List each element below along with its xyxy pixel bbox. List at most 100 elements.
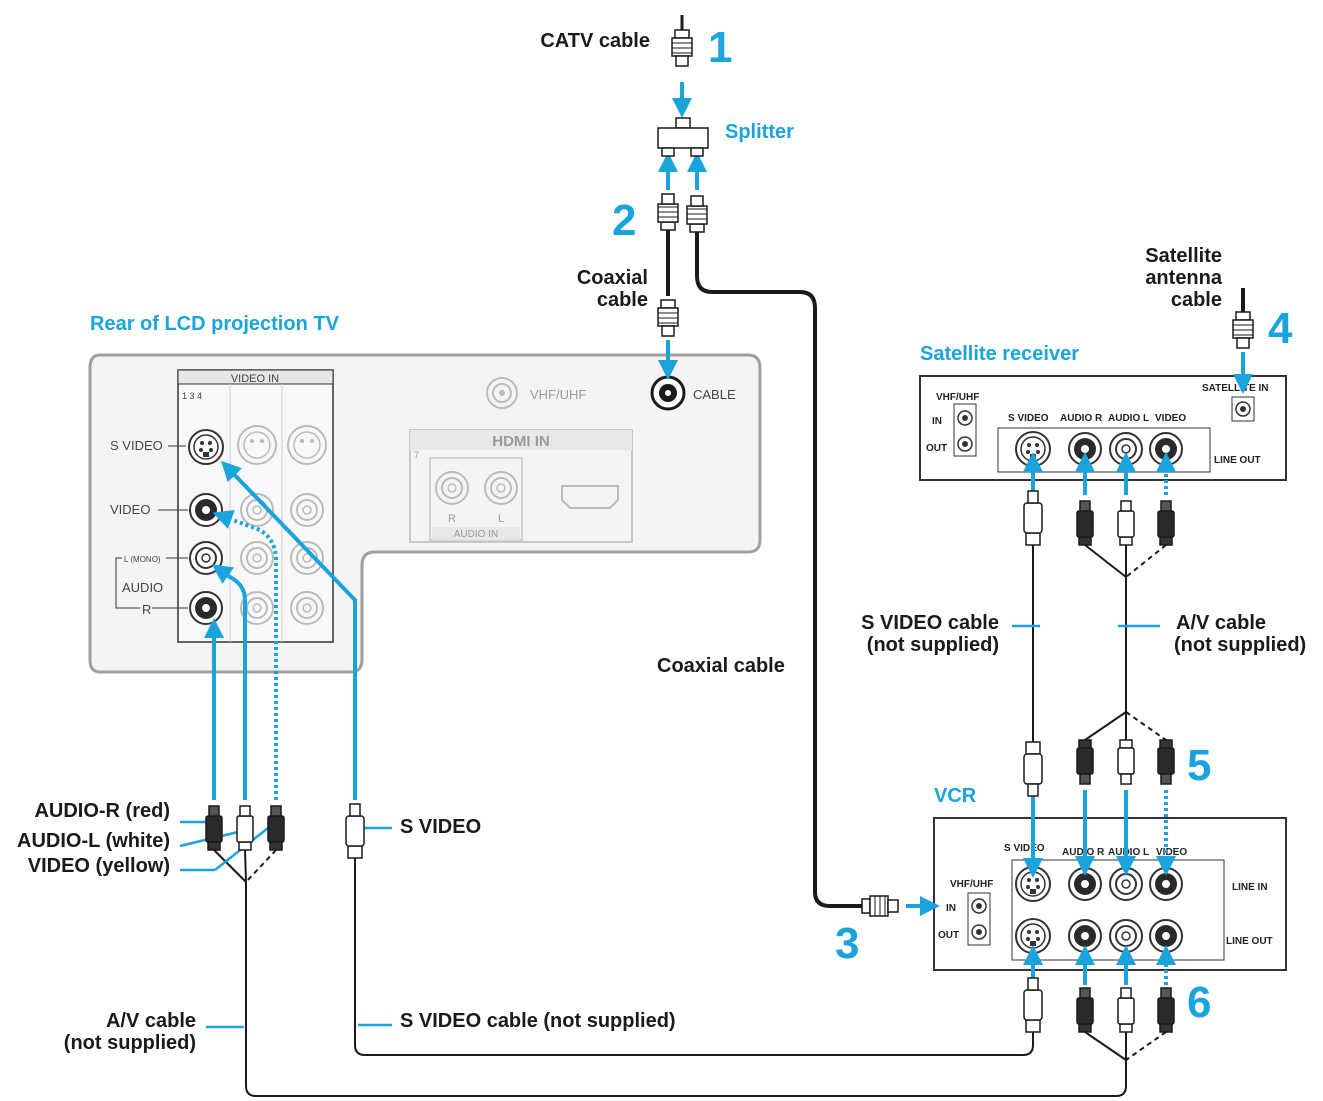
coax-plug-splitter-right (686, 195, 708, 233)
coax-plug-tv (657, 299, 679, 337)
vcr-video-label: VIDEO (1156, 847, 1187, 858)
step-6: 6 (1187, 978, 1211, 1027)
tv-svideo-plug (345, 803, 365, 859)
step-4: 4 (1268, 304, 1293, 353)
av-cable-right-label-1: A/V cable (1176, 612, 1266, 634)
receiver-in-label: IN (932, 416, 942, 427)
vcr-audio-l-in-jack (1109, 867, 1143, 901)
vcr-svideo-out-plug (1023, 977, 1043, 1033)
coax-plug-splitter-left (657, 193, 679, 231)
receiver-video-plug (1157, 500, 1175, 546)
svideo-cable-label-1: S VIDEO cable (861, 612, 999, 634)
vcr-audio-l-label: AUDIO L (1108, 847, 1149, 858)
satellite-antenna-label-2: antenna (1145, 267, 1223, 289)
vcr-vhf-uhf-label: VHF/UHF (950, 879, 993, 890)
step-numbers: 1 2 3 4 5 6 (612, 23, 1293, 1027)
step-2: 2 (612, 196, 636, 245)
av-cable-left-label-2: (not supplied) (64, 1032, 196, 1054)
receiver-svideo-jack (1015, 431, 1051, 467)
connectors (205, 29, 1254, 1033)
av-cable-left-label-1: A/V cable (106, 1010, 196, 1032)
svideo-cable-label-2: (not supplied) (867, 634, 999, 656)
tv-svideo-label: S VIDEO (110, 438, 163, 453)
receiver-audio-r-plug (1076, 500, 1094, 546)
satellite-receiver-panel: VHF/UHF IN OUT S VIDEO AUDIO R AUDIO L V… (919, 375, 1287, 481)
splitter (657, 117, 709, 157)
vcr-line-in-label: LINE IN (1232, 882, 1268, 893)
vcr-video-out-jack (1149, 919, 1183, 953)
coaxial-cable-mid-label: Coaxial cable (657, 655, 785, 677)
receiver-out-label: OUT (926, 443, 947, 454)
vcr-audio-r-out-plug (1076, 987, 1094, 1033)
vcr-panel: VHF/UHF IN OUT S VIDEO AUDIO R AUDIO L V… (933, 817, 1287, 971)
svideo-plug-label: S VIDEO (400, 816, 481, 838)
catv-cable-label: CATV cable (540, 30, 650, 52)
tv-hdmi-r-label: R (448, 513, 456, 525)
step-3: 3 (835, 919, 859, 968)
vcr-audio-r-out-jack (1068, 919, 1102, 953)
cables (213, 15, 1245, 1097)
receiver-audio-l-label: AUDIO L (1108, 413, 1149, 424)
tv-cable-jack (650, 375, 686, 411)
coaxial-cable-top-label-1: Coaxial (577, 267, 648, 289)
tv-video-plug (267, 805, 285, 851)
satellite-antenna-label-3: cable (1171, 289, 1222, 311)
coaxial-cable-top-label-2: cable (597, 289, 648, 311)
vcr-svideo-in-plug (1023, 741, 1043, 797)
tv-rear-panel: VIDEO IN 1 3 4 S VIDEO VIDEO L (MONO) AU… (88, 353, 762, 674)
tv-video-label: VIDEO (110, 502, 150, 517)
vcr-in-label: IN (946, 903, 956, 914)
vcr-svideo-in-jack (1015, 866, 1051, 902)
vcr-label: VCR (934, 785, 977, 807)
satellite-antenna-plug (1232, 311, 1254, 349)
tv-hdmi-audio-in-label: AUDIO IN (454, 529, 498, 540)
vcr-audio-r-in-jack (1068, 867, 1102, 901)
vcr-audio-l-out-plug (1117, 987, 1135, 1033)
receiver-video-label: VIDEO (1155, 413, 1186, 424)
receiver-audio-l-plug (1117, 500, 1135, 546)
vcr-audio-l-in-plug (1117, 739, 1135, 785)
tv-video-in-label: VIDEO IN (231, 373, 279, 385)
receiver-svideo-label: S VIDEO (1008, 413, 1049, 424)
vcr-video-in-jack (1149, 867, 1183, 901)
audio-l-white-label: AUDIO-L (white) (17, 830, 170, 852)
splitter-label: Splitter (725, 121, 794, 143)
tv-vhf-uhf-label: VHF/UHF (530, 387, 586, 402)
receiver-video-jack (1149, 432, 1183, 466)
receiver-vhf-uhf-label: VHF/UHF (936, 392, 979, 403)
vcr-line-out-label: LINE OUT (1226, 936, 1273, 947)
tv-cable-label: CABLE (693, 387, 736, 402)
tv-audio-label: AUDIO (122, 580, 163, 595)
av-cable-right-label-2: (not supplied) (1174, 634, 1306, 656)
vcr-out-label: OUT (938, 930, 959, 941)
tv-svideo-jack-1 (188, 429, 224, 465)
coax-plug-vcr (861, 895, 899, 917)
tv-audio-l-jack (189, 541, 223, 575)
vcr-svideo-out-jack (1015, 918, 1051, 954)
video-yellow-label: VIDEO (yellow) (28, 855, 170, 877)
catv-plug (671, 29, 693, 67)
vcr-audio-r-in-plug (1076, 739, 1094, 785)
svideo-cable-bottom-label: S VIDEO cable (not supplied) (400, 1010, 676, 1032)
satellite-receiver-label: Satellite receiver (920, 343, 1079, 365)
labels: CATV cable Splitter Coaxial cable Rear o… (17, 30, 1306, 1054)
receiver-satellite-in-label: SATELLITE IN (1202, 383, 1268, 394)
step-5: 5 (1187, 741, 1211, 790)
tv-hdmi-block: HDMI IN 7 R L AUDIO IN (409, 429, 633, 543)
rear-tv-label: Rear of LCD projection TV (90, 313, 340, 335)
receiver-audio-r-label: AUDIO R (1060, 413, 1103, 424)
tv-audio-r-jack (189, 591, 223, 625)
tv-hdmi-label: HDMI IN (492, 433, 550, 450)
receiver-audio-r-jack (1068, 432, 1102, 466)
tv-jack-numbers: 1 3 4 (182, 391, 202, 401)
tv-audio-l-plug (236, 805, 254, 851)
receiver-line-out-label: LINE OUT (1214, 455, 1261, 466)
receiver-audio-l-jack (1109, 432, 1143, 466)
tv-vhf-uhf-jack (486, 377, 518, 409)
audio-r-red-label: AUDIO-R (red) (34, 800, 170, 822)
tv-hdmi-num: 7 (414, 450, 419, 460)
tv-hdmi-l-label: L (498, 513, 504, 525)
vcr-video-out-plug (1157, 987, 1175, 1033)
